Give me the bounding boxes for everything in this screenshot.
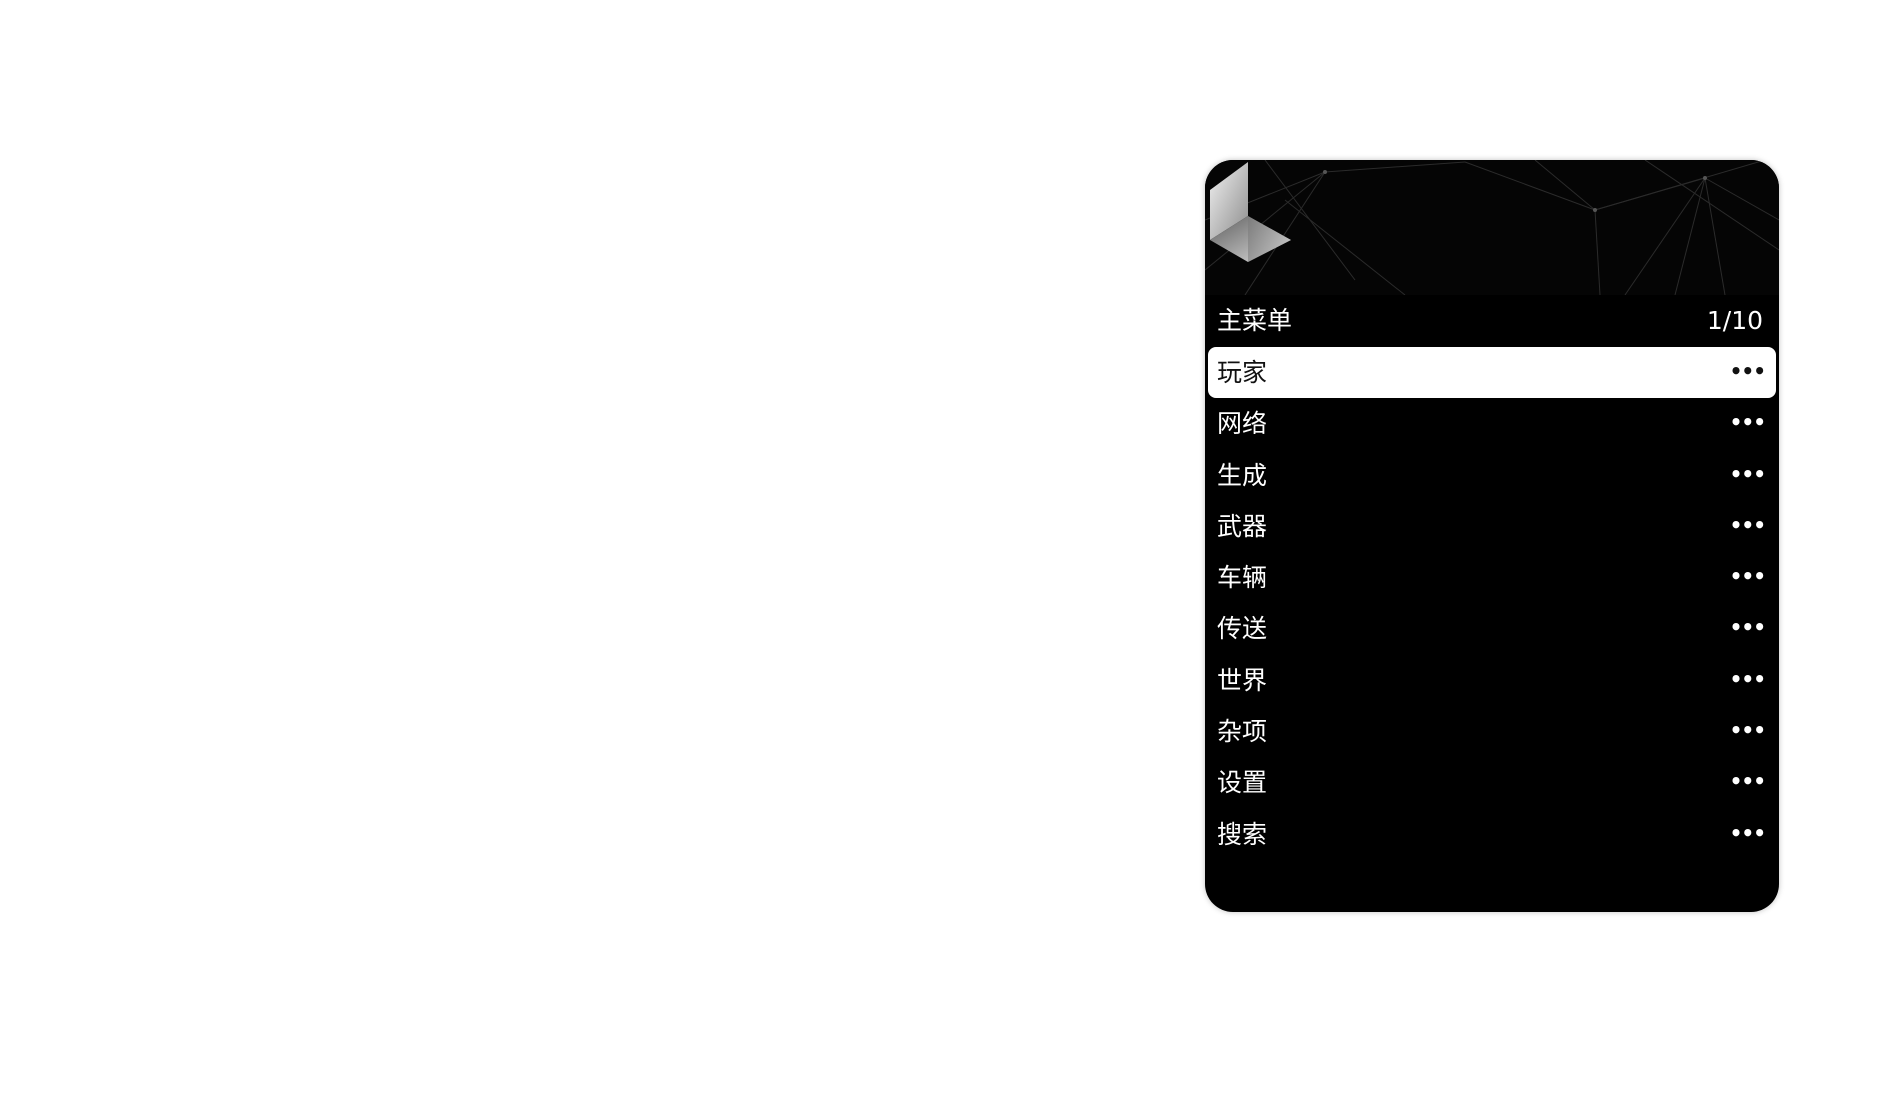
menu-item-label: 杂项 <box>1217 717 1268 747</box>
menu-item-label: 车辆 <box>1217 563 1268 593</box>
menu-item-label: 搜索 <box>1217 819 1268 849</box>
menu-item-player[interactable]: 玩家 ••• <box>1208 347 1776 399</box>
ellipsis-icon: ••• <box>1729 410 1766 435</box>
menu-item-search[interactable]: 搜索 ••• <box>1208 809 1776 860</box>
menu-item-teleport[interactable]: 传送 ••• <box>1208 603 1776 654</box>
menu-item-label: 设置 <box>1217 768 1268 798</box>
ellipsis-icon: ••• <box>1729 564 1766 589</box>
ellipsis-icon: ••• <box>1729 461 1766 486</box>
ellipsis-icon: ••• <box>1729 718 1766 743</box>
menu-item-world[interactable]: 世界 ••• <box>1208 655 1776 706</box>
menu-item-settings[interactable]: 设置 ••• <box>1208 757 1776 808</box>
menu-item-label: 生成 <box>1217 460 1268 490</box>
menu-header: 主菜单 1/10 <box>1205 295 1779 347</box>
menu-title: 主菜单 <box>1217 306 1293 335</box>
menu-item-label: 世界 <box>1217 665 1268 695</box>
menu-banner <box>1205 160 1779 295</box>
menu-list: 玩家 ••• 网络 ••• 生成 ••• 武器 ••• 车辆 ••• 传送 ••… <box>1208 347 1776 860</box>
menu-item-weapons[interactable]: 武器 ••• <box>1208 501 1776 552</box>
menu-item-vehicles[interactable]: 车辆 ••• <box>1208 552 1776 603</box>
ellipsis-icon: ••• <box>1729 666 1766 691</box>
ellipsis-icon: ••• <box>1729 820 1766 845</box>
menu-item-label: 玩家 <box>1217 358 1268 387</box>
menu-item-label: 网络 <box>1217 409 1268 439</box>
ellipsis-icon: ••• <box>1729 615 1766 640</box>
menu-item-label: 传送 <box>1217 614 1268 644</box>
mod-menu-panel: 主菜单 1/10 玩家 ••• 网络 ••• 生成 ••• 武器 ••• 车辆 … <box>1205 160 1779 912</box>
ellipsis-icon: ••• <box>1729 512 1766 537</box>
ellipsis-icon: ••• <box>1729 769 1766 794</box>
cube-logo-icon <box>1210 162 1291 262</box>
menu-item-spawn[interactable]: 生成 ••• <box>1208 450 1776 501</box>
menu-item-counter: 1/10 <box>1706 306 1763 335</box>
ellipsis-icon: ••• <box>1729 359 1766 383</box>
menu-item-network[interactable]: 网络 ••• <box>1208 398 1776 449</box>
menu-item-label: 武器 <box>1217 511 1268 541</box>
banner-network-pattern <box>1205 160 1779 295</box>
menu-item-misc[interactable]: 杂项 ••• <box>1208 706 1776 757</box>
